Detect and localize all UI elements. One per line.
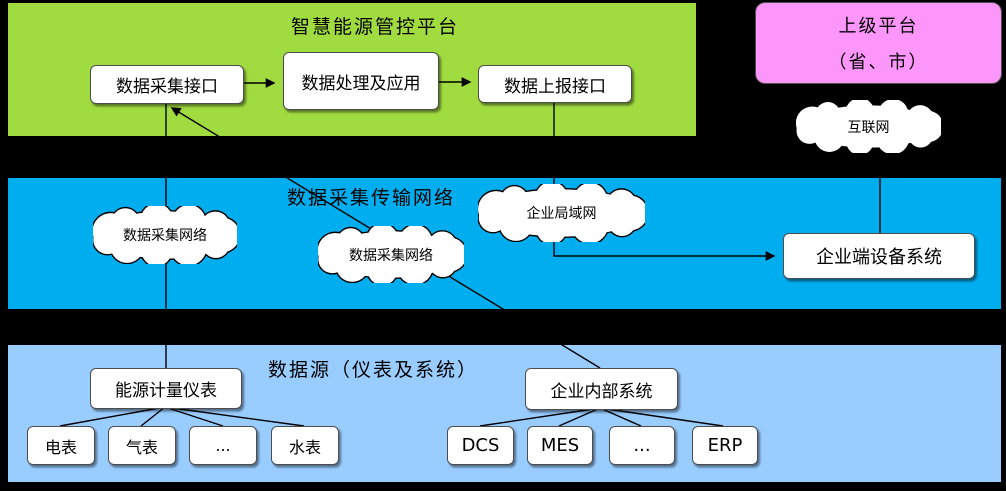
cloud-collect-network-left: 数据采集网络 (93, 206, 237, 264)
node-water-meter: 水表 (271, 426, 339, 465)
node-label: 数据处理及应用 (301, 73, 421, 94)
node-gas-meter: 气表 (108, 426, 176, 465)
node-label: 气表 (125, 437, 158, 457)
node-mes: MES (527, 426, 593, 465)
node-label: 能源计量仪表 (115, 381, 217, 401)
superior-platform-subtitle: （省、市） (828, 51, 929, 73)
node-enterprise-systems-parent: 企业内部系统 (525, 368, 678, 410)
node-energy-meters-parent: 能源计量仪表 (90, 368, 242, 409)
cloud-label: 企业局域网 (526, 206, 597, 222)
network-band-title: 数据采集传输网络 (287, 187, 456, 209)
node-meter-ellipsis: ... (189, 426, 257, 465)
node-label: 企业端设备系统 (816, 247, 942, 268)
node-label: 数据采集接口 (116, 77, 218, 97)
node-label: 水表 (288, 437, 321, 457)
source-band-title: 数据源（仪表及系统） (268, 359, 479, 381)
node-data-report-interface: 数据上报接口 (478, 65, 632, 103)
node-label: MES (540, 435, 580, 456)
cloud-collect-network-mid: 数据采集网络 (318, 226, 464, 283)
node-label: 企业内部系统 (550, 381, 653, 402)
node-dcs: DCS (447, 426, 514, 465)
cloud-label: 数据采集网络 (123, 228, 207, 244)
node-label: 电表 (44, 437, 77, 457)
cloud-enterprise-lan: 企业局域网 (478, 184, 645, 242)
node-label: ERP (707, 435, 743, 456)
platform-band-title: 智慧能源管控平台 (291, 16, 460, 38)
cloud-shape (796, 100, 941, 153)
superior-platform-title: 上级平台 (838, 16, 919, 38)
node-electric-meter: 电表 (27, 426, 95, 465)
node-system-ellipsis: ... (609, 426, 675, 465)
node-data-processing: 数据处理及应用 (283, 52, 439, 110)
node-label: ... (215, 436, 231, 455)
cloud-label: 数据采集网络 (349, 247, 433, 264)
node-data-collect-interface: 数据采集接口 (90, 65, 244, 104)
node-label: DCS (461, 435, 500, 456)
node-label: 数据上报接口 (504, 76, 606, 97)
cloud-internet: 互联网 (796, 100, 941, 153)
cloud-label: 互联网 (847, 119, 890, 136)
node-superior-platform: 上级平台 （省、市） (755, 2, 1002, 84)
node-label: ... (633, 435, 651, 456)
node-erp: ERP (692, 426, 758, 465)
node-enterprise-device-system: 企业端设备系统 (783, 233, 975, 279)
